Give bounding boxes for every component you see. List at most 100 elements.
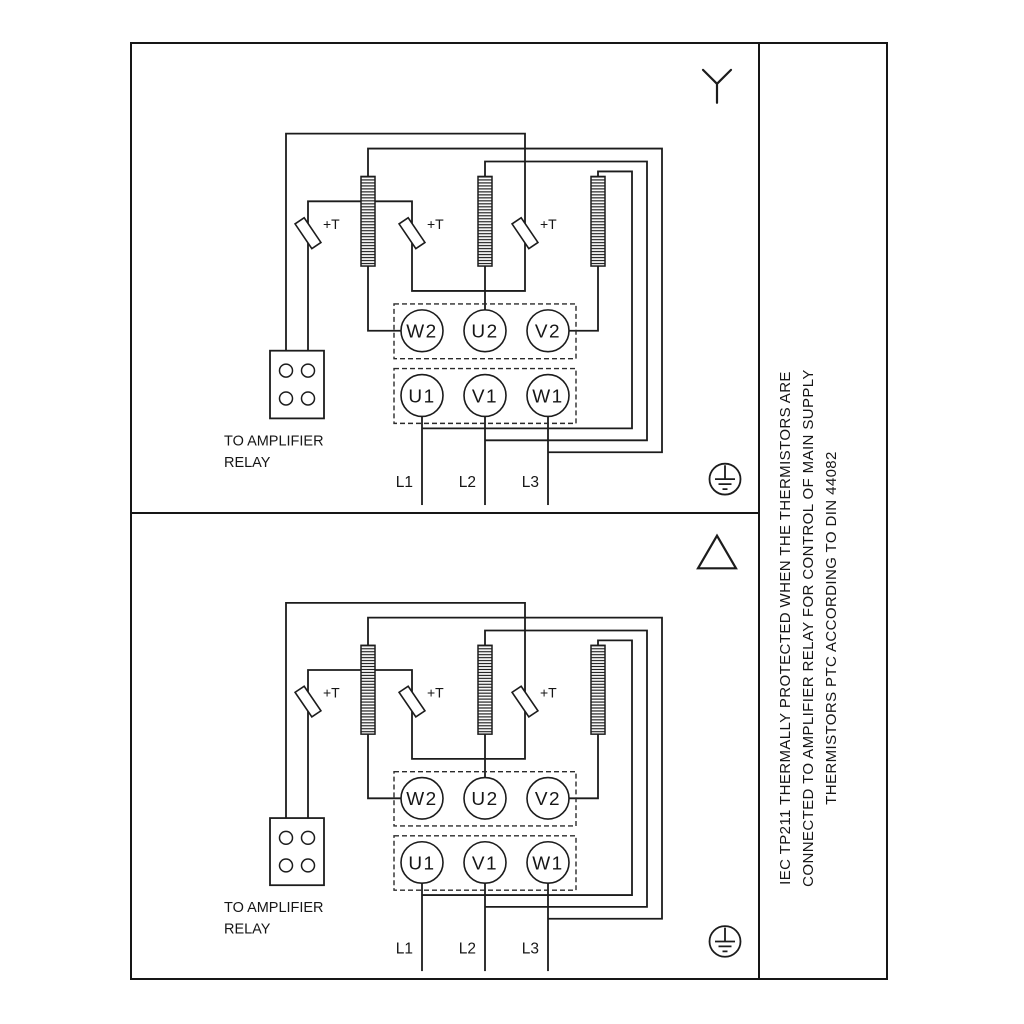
side-note-column: IEC TP211 THERMALLY PROTECTED WHEN THE T… <box>758 44 886 978</box>
thermistor-1-label: +T <box>323 685 340 701</box>
terminal-U1-label: U1 <box>408 387 435 408</box>
terminal-block: W2 U2 V2 U1 V1 W1 <box>393 303 577 425</box>
panel-delta: +T +T +T <box>132 514 758 978</box>
star-connection-icon <box>701 68 733 104</box>
winding3-bottom-wire <box>569 266 599 332</box>
motor-winding-2 <box>477 175 493 267</box>
supply-label-L1: L1 <box>396 940 413 957</box>
motor-winding-3 <box>590 175 606 267</box>
relay-contact <box>300 391 316 406</box>
terminal-U1-circle <box>400 373 444 418</box>
thermistor-2-label: +T <box>427 216 444 232</box>
relay-contact <box>278 858 294 873</box>
terminal-V1-circle <box>463 840 507 885</box>
motor-windings <box>360 644 606 735</box>
motor-winding-1 <box>360 644 376 735</box>
motor-winding-2 <box>477 644 493 735</box>
supply-label-L1: L1 <box>396 474 413 491</box>
terminal-W1-circle <box>526 840 570 885</box>
thermistor-1-label: +T <box>323 216 340 232</box>
thermistor-1-icon <box>293 685 323 718</box>
terminal-W2-circle <box>400 776 444 820</box>
thermistor-3-label: +T <box>540 685 557 701</box>
relay-contact <box>278 830 294 845</box>
relay-box <box>269 349 325 420</box>
motor-winding-1 <box>360 175 376 267</box>
panel-divider <box>132 512 758 514</box>
relay-caption-line1: TO AMPLIFIER <box>224 433 324 449</box>
diagram-area: +T +T +T <box>132 44 758 978</box>
motor-winding-3 <box>590 644 606 735</box>
terminal-W2-label: W2 <box>406 322 437 343</box>
thermistor-3-icon <box>510 685 540 718</box>
relay-contact <box>300 363 316 378</box>
winding1-bottom-wire <box>367 734 401 800</box>
earth-ground-icon <box>708 925 742 958</box>
terminal-V2-label: V2 <box>535 788 561 809</box>
supply-label-L3: L3 <box>522 474 539 491</box>
terminal-U2-label: U2 <box>471 322 498 343</box>
winding1-top-wire <box>367 147 663 454</box>
side-note-line-3: THERMISTORS PTC ACCORDING TO DIN 44082 <box>823 451 840 805</box>
relay-caption-line1: TO AMPLIFIER <box>224 900 324 916</box>
relay-contact <box>300 858 316 873</box>
winding2-top-wire <box>484 160 648 442</box>
amplifier-relay: TO AMPLIFIER RELAY <box>224 349 325 471</box>
diagram-frame: +T +T +T <box>130 42 888 980</box>
terminal-V2-circle <box>526 309 570 353</box>
terminal-block-top-outline <box>393 303 577 360</box>
terminal-U1-circle <box>400 840 444 885</box>
relay-caption-line2: RELAY <box>224 922 271 938</box>
panel-star: +T +T +T <box>132 44 758 512</box>
terminal-V2-label: V2 <box>535 322 561 343</box>
terminal-U1-label: U1 <box>408 853 435 874</box>
relay-contact <box>300 830 316 845</box>
winding3-top-wire <box>422 170 633 430</box>
star-wiring-diagram: +T +T +T <box>224 68 742 506</box>
thermistor-1-icon <box>293 216 323 250</box>
side-note-line-1: IEC TP211 THERMALLY PROTECTED WHEN THE T… <box>777 371 794 885</box>
side-note: IEC TP211 THERMALLY PROTECTED WHEN THE T… <box>760 44 886 974</box>
winding1-top-wire <box>367 616 663 920</box>
thermistor-3-label: +T <box>540 216 557 232</box>
relay-contact <box>278 363 294 378</box>
supply-label-L2: L2 <box>459 474 476 491</box>
winding1-bottom-wire <box>367 266 401 332</box>
thermistor-2-label: +T <box>427 685 444 701</box>
terminal-U2-label: U2 <box>471 788 498 809</box>
delta-connection-icon <box>696 533 738 570</box>
terminal-W1-circle <box>526 373 570 418</box>
thermistor-chain-wire <box>285 601 526 819</box>
terminal-block-bottom-outline <box>393 835 577 891</box>
terminal-block: W2 U2 V2 U1 V1 W1 <box>393 770 577 891</box>
supply-label-L3: L3 <box>522 940 539 957</box>
terminal-U2-circle <box>463 776 507 820</box>
delta-wiring-diagram: +T +T +T <box>224 533 742 972</box>
thermistor-chain-wire <box>285 132 526 351</box>
thermistors: +T +T +T <box>293 685 557 718</box>
thermistor-3-icon <box>510 216 540 250</box>
thermistor-2-icon <box>397 216 427 250</box>
relay-contact <box>278 391 294 406</box>
winding3-bottom-wire <box>569 734 599 800</box>
supply-labels: L1 L2 L3 <box>396 474 539 491</box>
side-note-line-2: CONNECTED TO AMPLIFIER RELAY FOR CONTROL… <box>800 369 817 887</box>
motor-windings <box>360 175 606 267</box>
terminal-W2-circle <box>400 309 444 353</box>
relay-box <box>269 817 325 887</box>
supply-label-L2: L2 <box>459 940 476 957</box>
terminal-V1-circle <box>463 373 507 418</box>
terminal-U2-circle <box>463 309 507 353</box>
amplifier-relay: TO AMPLIFIER RELAY <box>224 817 325 938</box>
terminal-V1-label: V1 <box>472 387 498 408</box>
thermistors: +T +T +T <box>293 216 557 250</box>
winding3-top-wire <box>422 639 633 896</box>
terminal-W1-label: W1 <box>532 387 563 408</box>
terminal-W2-label: W2 <box>406 788 437 809</box>
terminal-block-top-outline <box>393 770 577 827</box>
earth-ground-icon <box>708 462 742 496</box>
winding2-top-wire <box>484 629 648 908</box>
terminal-V2-circle <box>526 776 570 820</box>
terminal-V1-label: V1 <box>472 853 498 874</box>
